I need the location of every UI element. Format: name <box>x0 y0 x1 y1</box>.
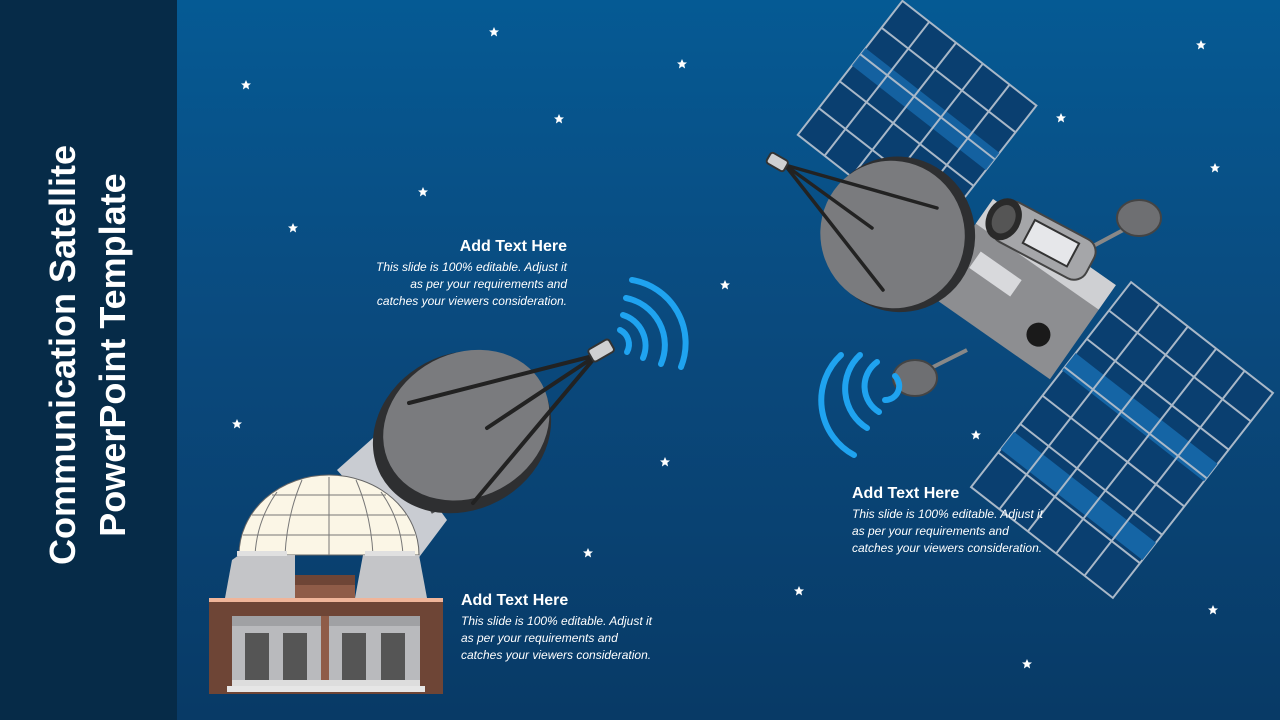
slide-canvas: Add Text Here This slide is 100% editabl… <box>177 0 1280 720</box>
text-block-heading: Add Text Here <box>852 485 960 502</box>
text-block-heading: Add Text Here <box>459 238 567 255</box>
text-block-bottom: Add Text Here This slide is 100% editabl… <box>461 592 661 664</box>
satellite-dish-icon <box>372 349 552 514</box>
title-line-2: PowerPoint Template <box>92 173 133 537</box>
text-block-right: Add Text Here This slide is 100% editabl… <box>852 485 1052 557</box>
sidebar-panel: Communication Satellite PowerPoint Templ… <box>0 0 177 720</box>
wifi-signal-icon <box>617 277 689 370</box>
text-block-body: This slide is 100% editable. Adjust it a… <box>376 260 567 308</box>
text-block-heading: Add Text Here <box>461 592 569 609</box>
satellite-icon <box>765 0 1275 600</box>
illustration <box>209 0 1275 694</box>
title-line-1: Communication Satellite <box>42 144 83 566</box>
text-block-body: This slide is 100% editable. Adjust it a… <box>461 614 652 662</box>
text-block-body: This slide is 100% editable. Adjust it a… <box>852 507 1043 555</box>
text-block-top: Add Text Here This slide is 100% editabl… <box>367 238 567 310</box>
wifi-signal-icon <box>818 352 903 458</box>
ground-station-icon <box>209 430 447 694</box>
slide-title: Communication Satellite PowerPoint Templ… <box>38 75 138 635</box>
